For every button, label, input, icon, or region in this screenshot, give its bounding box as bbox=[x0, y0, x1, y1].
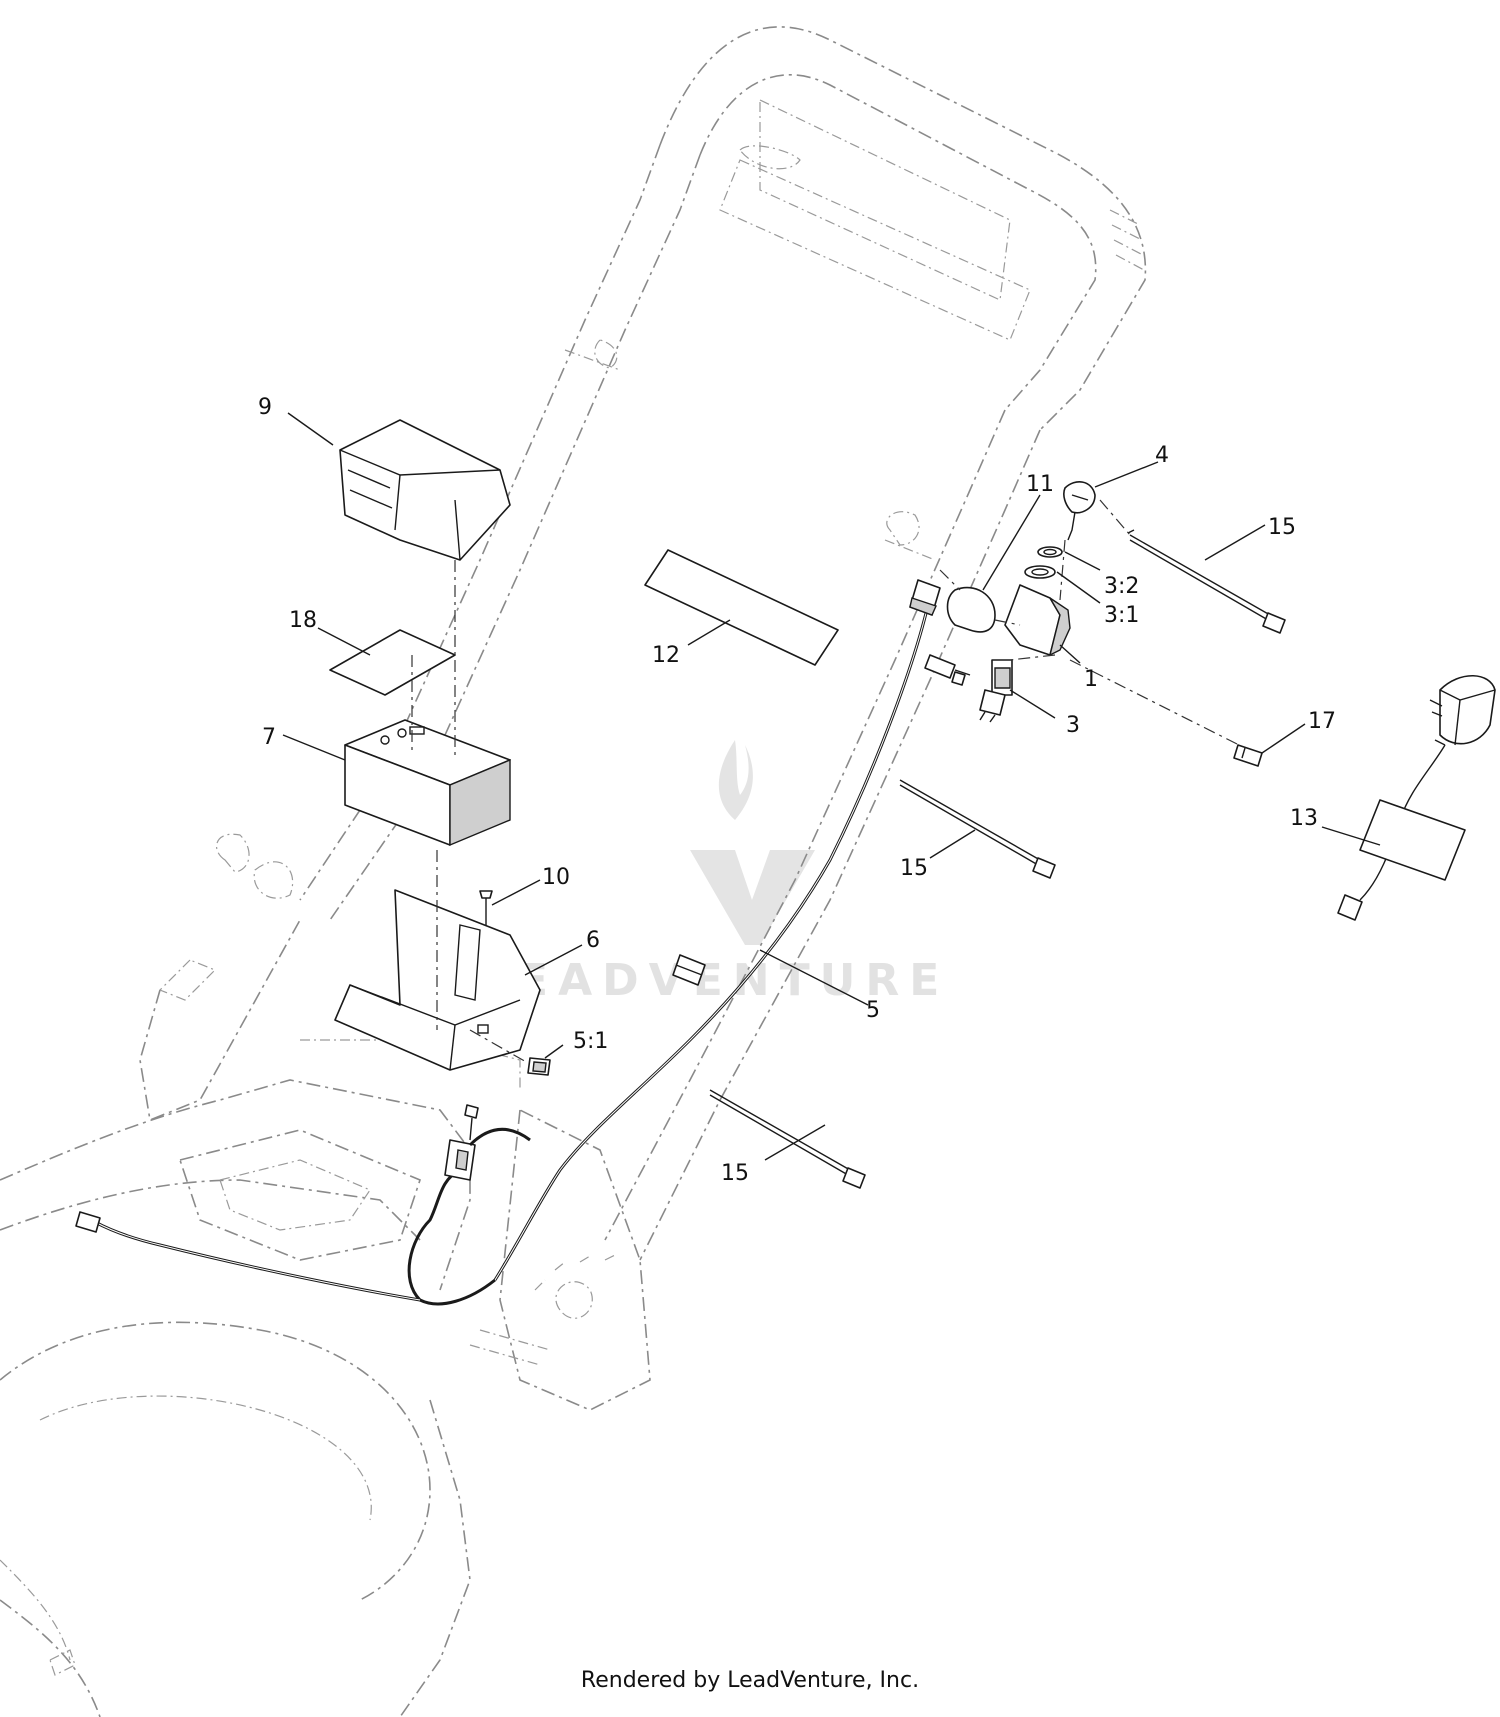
harness-plug bbox=[924, 654, 971, 686]
cable-tie-middle bbox=[899, 779, 1056, 879]
wire-harness bbox=[75, 579, 941, 1306]
callout-labels: 9 18 7 10 6 5:1 5 12 11 4 3:2 3:1 1 3 15… bbox=[258, 395, 1336, 1186]
callout-5: 5 bbox=[866, 998, 880, 1023]
callout-3-2: 3:2 bbox=[1104, 574, 1139, 599]
callout-15-upper: 15 bbox=[1268, 515, 1296, 540]
watermark-text: LEADVENTURE bbox=[480, 955, 949, 1006]
washers bbox=[1024, 546, 1063, 579]
callout-10: 10 bbox=[542, 865, 570, 890]
cable-tie-upper bbox=[1127, 529, 1286, 634]
key-switch bbox=[979, 659, 1013, 723]
cable-tie-lower bbox=[709, 1089, 866, 1189]
callout-15-lower: 15 bbox=[721, 1161, 749, 1186]
callout-17: 17 bbox=[1308, 709, 1336, 734]
watermark-logo: LEADVENTURE bbox=[480, 740, 949, 1006]
callout-11: 11 bbox=[1026, 472, 1054, 497]
callout-6: 6 bbox=[586, 928, 600, 953]
battery-cover bbox=[339, 419, 511, 561]
handle-frame-outline bbox=[0, 26, 1147, 1717]
switch-bezel bbox=[946, 586, 996, 633]
assembly-lines bbox=[411, 499, 1131, 1064]
callout-7: 7 bbox=[262, 725, 276, 750]
mounting-bolt bbox=[1069, 659, 1263, 767]
callout-5-1: 5:1 bbox=[573, 1029, 608, 1054]
decal-label bbox=[644, 549, 839, 666]
callout-12: 12 bbox=[652, 643, 680, 668]
callout-15-middle: 15 bbox=[900, 856, 928, 881]
render-credit: Rendered by LeadVenture, Inc. bbox=[580, 1668, 920, 1693]
callout-9: 9 bbox=[258, 395, 272, 420]
callout-3-1: 3:1 bbox=[1104, 603, 1139, 628]
decal-sheet bbox=[329, 629, 456, 696]
battery-charger bbox=[1337, 675, 1496, 921]
callout-3: 3 bbox=[1066, 713, 1080, 738]
callout-13: 13 bbox=[1290, 806, 1318, 831]
fuse-holder bbox=[527, 1057, 551, 1076]
ignition-key bbox=[1063, 481, 1096, 541]
callout-1: 1 bbox=[1084, 667, 1098, 692]
callout-4: 4 bbox=[1155, 443, 1169, 468]
battery bbox=[344, 719, 511, 847]
leader-lines bbox=[282, 412, 1381, 1161]
callout-18: 18 bbox=[289, 608, 317, 633]
